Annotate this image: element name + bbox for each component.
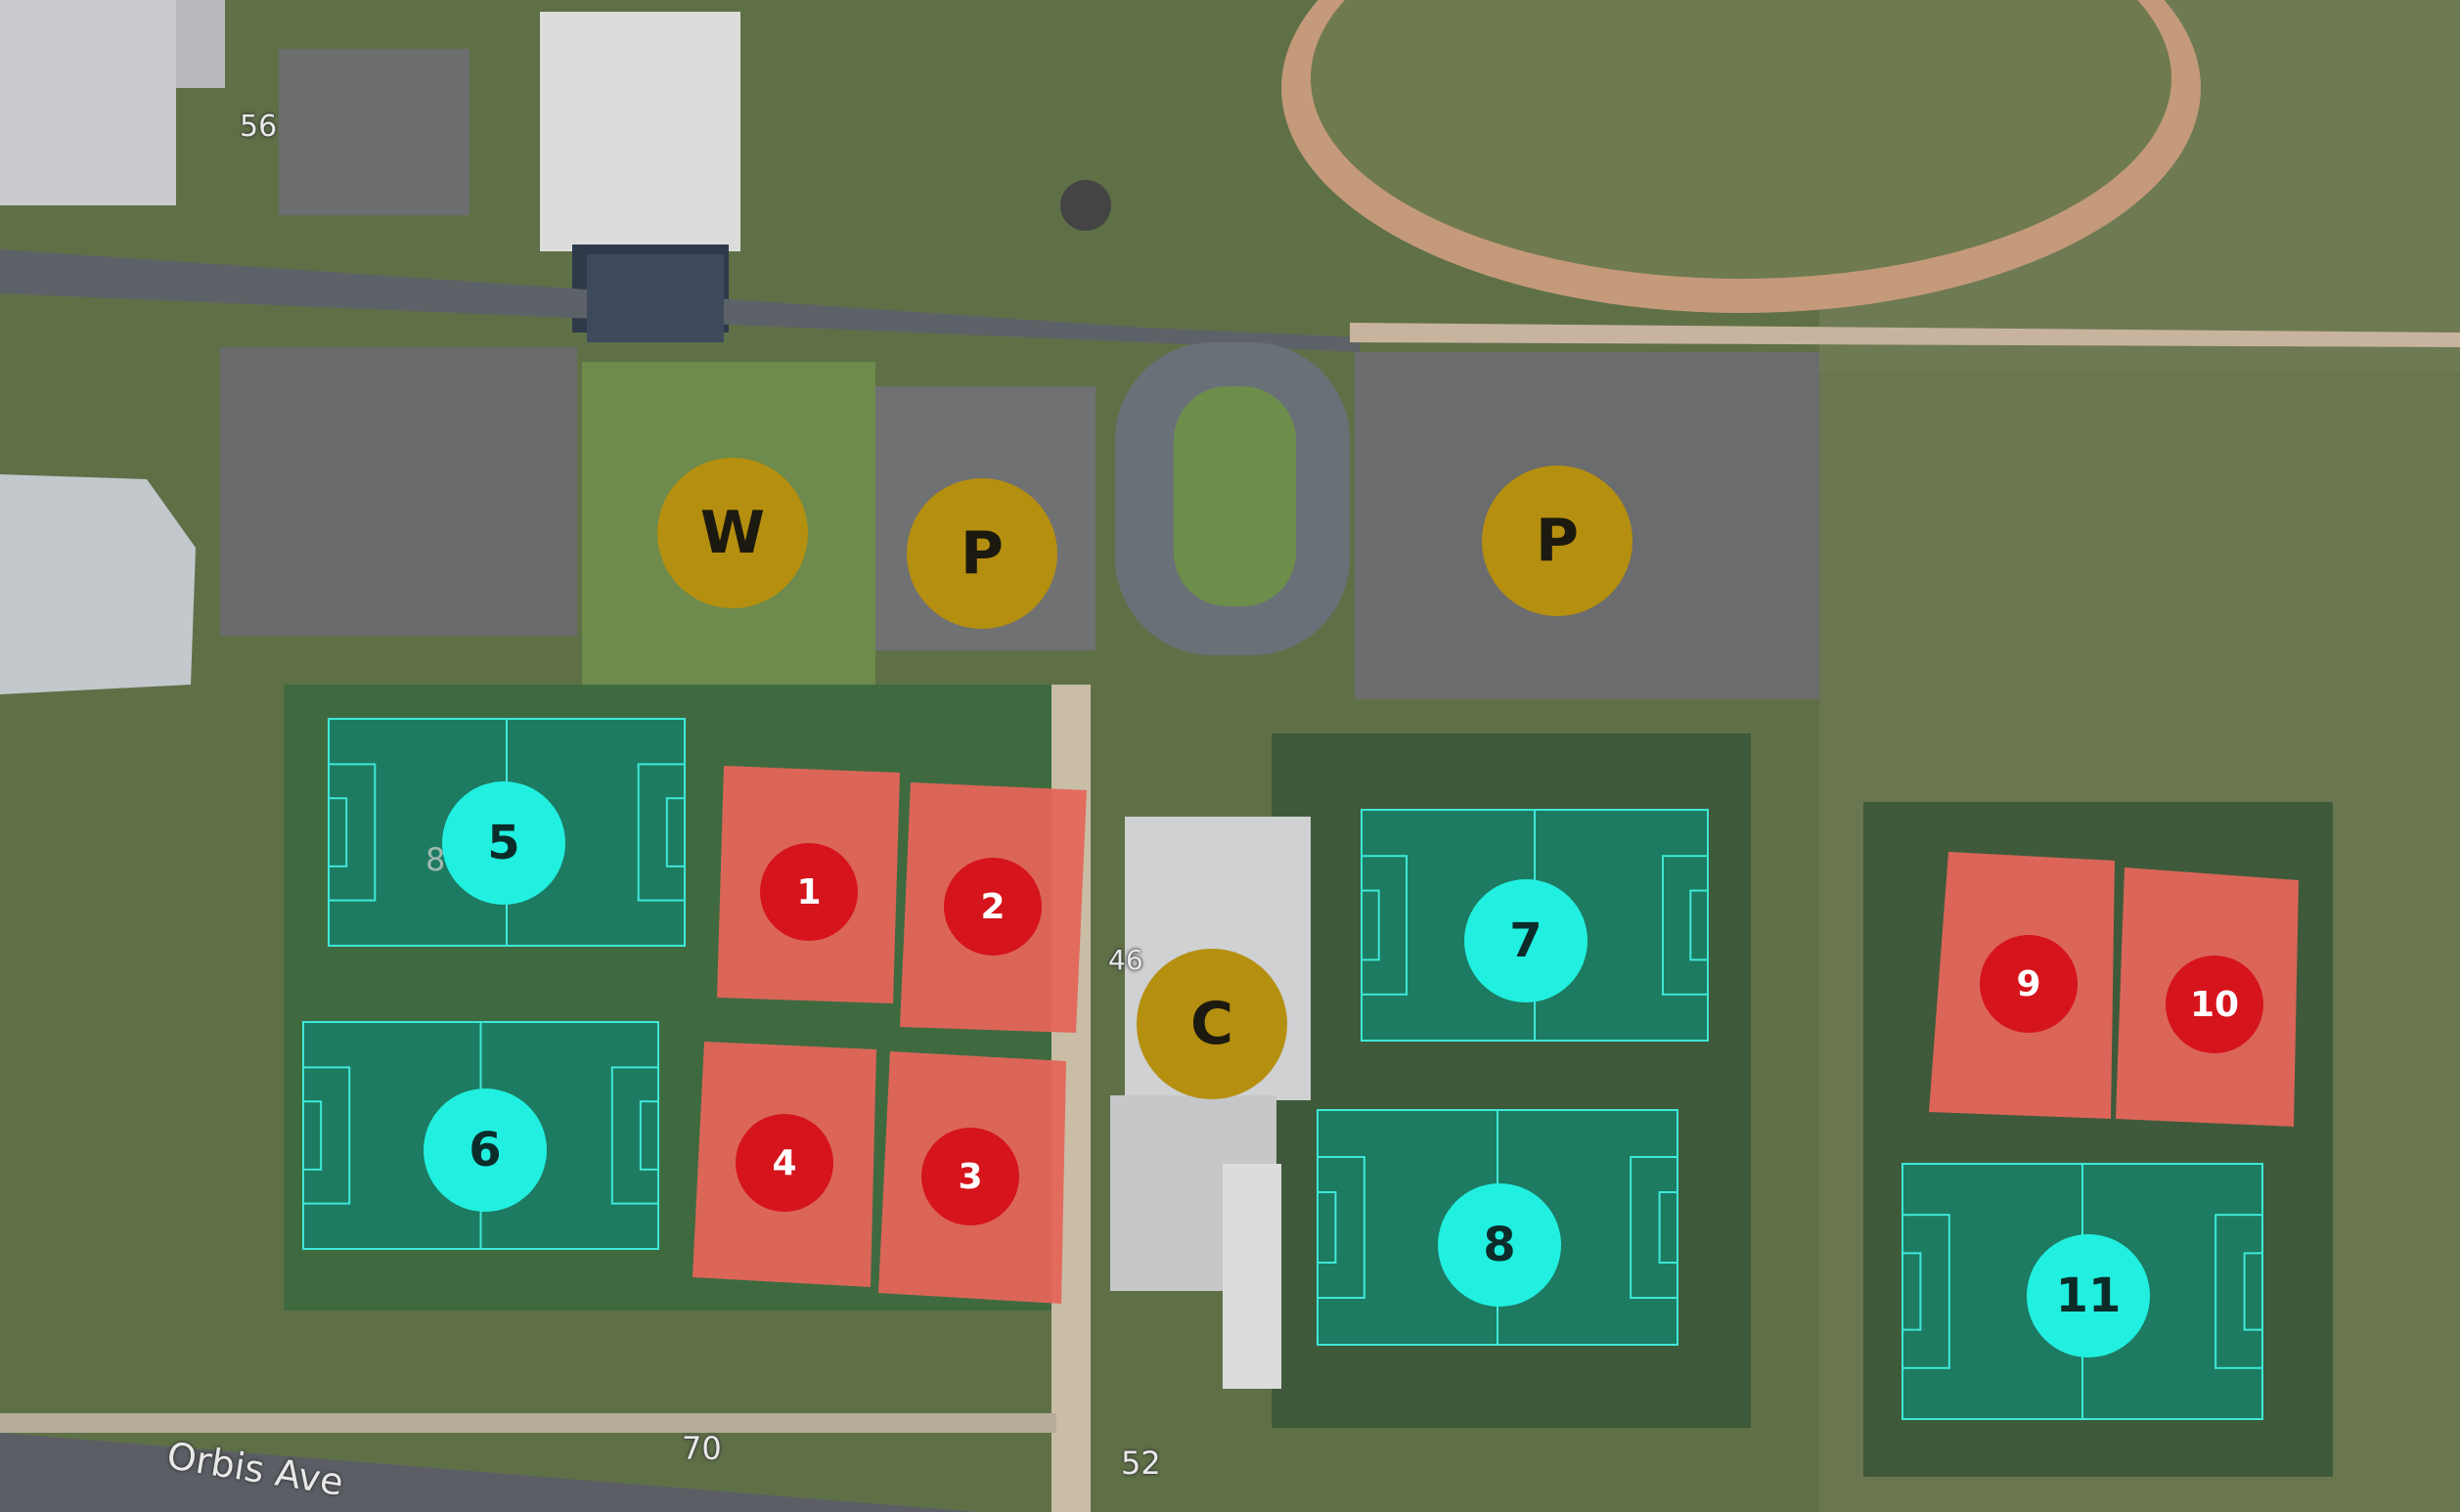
pitch-marker-11-label: 11 — [2055, 1268, 2122, 1323]
pitch-marker-11[interactable]: 11 — [2027, 1234, 2150, 1357]
parking-marker-west[interactable]: P — [907, 478, 1057, 629]
carpark-west-1 — [220, 347, 577, 636]
pitch-marker-6-label: 6 — [469, 1123, 502, 1178]
court-marker-2[interactable]: 2 — [944, 858, 1042, 956]
parking-marker-east[interactable]: P — [1482, 466, 1633, 616]
pitch-marker-5-label: 5 — [487, 816, 520, 870]
property-number-52: 52 — [1121, 1445, 1161, 1482]
court-marker-10[interactable]: 10 — [2166, 956, 2263, 1053]
wc-marker[interactable]: W — [657, 458, 808, 608]
clubhouse-marker-label: C — [1189, 990, 1234, 1058]
court-marker-9-label: 9 — [2016, 963, 2041, 1004]
property-number-56: 56 — [240, 110, 278, 144]
parking-marker-west-label: P — [961, 519, 1004, 588]
pitch-marker-7-label: 7 — [1509, 913, 1543, 968]
orbis-ave-road — [0, 1433, 978, 1512]
court-marker-3-label: 3 — [958, 1156, 983, 1197]
court-marker-9[interactable]: 9 — [1980, 935, 2078, 1033]
property-number-46: 46 — [1108, 944, 1143, 976]
clubhouse-marker[interactable]: C — [1137, 949, 1287, 1099]
court-marker-10-label: 10 — [2189, 984, 2240, 1025]
oval-ground — [1281, 0, 2201, 313]
court-marker-4[interactable]: 4 — [736, 1114, 833, 1212]
pitch-marker-6[interactable]: 6 — [424, 1089, 547, 1212]
pitch-marker-5[interactable]: 5 — [442, 781, 565, 905]
main-road — [0, 249, 2460, 352]
court-marker-1-label: 1 — [796, 871, 822, 912]
pitch-marker-8[interactable]: 8 — [1438, 1183, 1561, 1307]
court-marker-2-label: 2 — [980, 886, 1006, 927]
carpark-top-left — [279, 49, 470, 215]
building-left — [0, 474, 196, 694]
court-marker-4-label: 4 — [772, 1142, 797, 1183]
court-marker-3[interactable]: 3 — [921, 1128, 1019, 1225]
field-number-8: 8 — [425, 841, 446, 878]
court-marker-1[interactable]: 1 — [760, 843, 858, 941]
pitch-marker-7[interactable]: 7 — [1464, 879, 1588, 1002]
roundabout — [1115, 342, 1350, 655]
pitch-marker-8-label: 8 — [1483, 1218, 1516, 1272]
wc-marker-label: W — [699, 499, 766, 567]
property-number-70: 70 — [682, 1430, 722, 1467]
parking-marker-east-label: P — [1536, 507, 1579, 575]
